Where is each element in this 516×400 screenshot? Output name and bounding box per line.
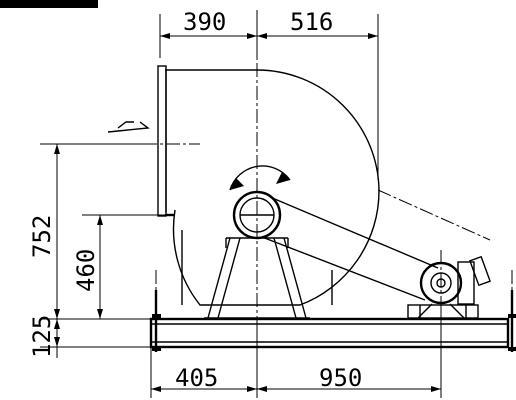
dimension-left-outer: 752 xyxy=(28,215,56,258)
base-frame xyxy=(149,290,516,352)
inlet-symbol xyxy=(107,121,150,133)
title-bar xyxy=(0,0,98,8)
fan-housing xyxy=(157,65,380,306)
rotation-arrow xyxy=(229,165,291,191)
dimension-left-bottom: 125 xyxy=(28,315,56,358)
dimension-left-inner: 460 xyxy=(72,249,100,292)
dimension-top-left: 390 xyxy=(183,8,226,36)
motor xyxy=(407,255,491,319)
hidden-lines xyxy=(155,270,513,290)
extension-lines xyxy=(40,10,442,398)
dimension-lines xyxy=(54,33,441,392)
belt-drive xyxy=(261,189,491,301)
dimension-top-right: 516 xyxy=(290,8,333,36)
center-lines xyxy=(120,40,442,370)
dimension-bottom-left: 405 xyxy=(175,364,218,392)
dimension-bottom-right: 950 xyxy=(319,364,362,392)
